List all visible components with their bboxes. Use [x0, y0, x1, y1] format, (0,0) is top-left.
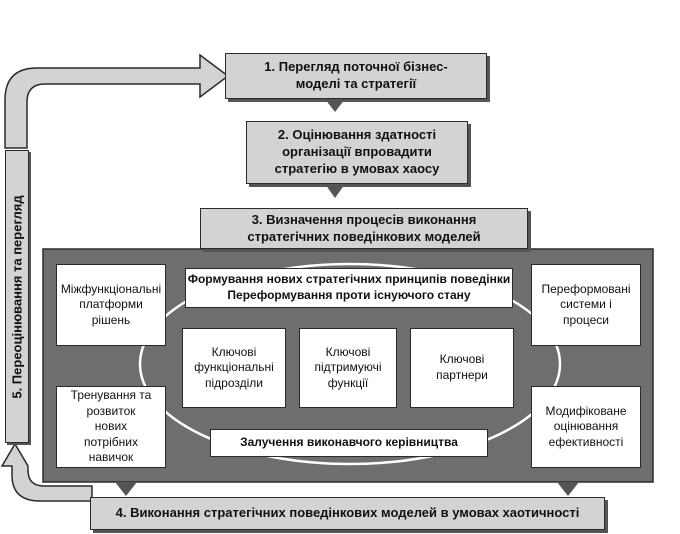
leadership-box: Залучення виконавчого керівництва [210, 429, 488, 457]
arrow-to-step-5 [0, 442, 93, 502]
key-functions-box: Ключові підтримуючі функції [299, 328, 397, 408]
step-2-label: 2. Оцінювання здатності організації впро… [274, 127, 440, 176]
corner-bottom-right-box: Модифіковане оцінювання ефективності [531, 386, 641, 468]
corner-top-right-box: Переформовані системи і процеси [531, 264, 641, 346]
arrow-panel-to-step-4-right [557, 482, 579, 496]
corner-top-right-label: Переформовані системи і процеси [541, 281, 631, 327]
step-5-label: 5. Переоцінювання та перегляд [9, 194, 25, 399]
step-2-box: 2. Оцінювання здатності організації впро… [246, 121, 468, 184]
step-4-label: 4. Виконання стратегічних поведінкових м… [115, 505, 580, 521]
principles-line-2: Переформування проти існуючого стану [227, 288, 471, 302]
arrow-step-1-to-2 [325, 99, 345, 112]
corner-top-left-label: Міжфункціональні платформи рішень [60, 281, 162, 327]
corner-bottom-left-box: Тренування та розвиток нових потрібних н… [56, 386, 166, 468]
leadership-label: Залучення виконавчого керівництва [240, 435, 458, 450]
key-units-label: Ключові функціональні підрозділи [194, 344, 274, 390]
principles-line-1: Формування нових стратегічних принципів … [187, 272, 511, 287]
arrow-step-2-to-3 [325, 184, 345, 198]
corner-bottom-right-label: Модифіковане оцінювання ефективності [545, 403, 627, 449]
step-3-box: 3. Визначення процесів виконання стратег… [200, 208, 528, 249]
step-3-label: 3. Визначення процесів виконання стратег… [247, 211, 481, 244]
arrow-panel-to-step-4-left [115, 482, 137, 496]
step-1-label: 1. Перегляд поточної бізнес-моделі та ст… [264, 59, 448, 91]
step-1-box: 1. Перегляд поточної бізнес-моделі та ст… [225, 53, 487, 99]
key-functions-label: Ключові підтримуючі функції [314, 344, 382, 390]
principles-box: Формування нових стратегічних принципів … [185, 268, 513, 308]
key-partners-box: Ключові партнери [410, 328, 514, 408]
corner-top-left-box: Міжфункціональні платформи рішень [56, 264, 166, 346]
key-partners-label: Ключові партнери [436, 352, 488, 382]
process-oval [138, 262, 562, 466]
arrow-to-step-1 [4, 53, 230, 149]
corner-bottom-left-label: Тренування та розвиток нових потрібних н… [70, 388, 152, 465]
key-units-box: Ключові функціональні підрозділи [182, 328, 286, 408]
step-5-box: 5. Переоцінювання та перегляд [5, 150, 29, 443]
step-4-box: 4. Виконання стратегічних поведінкових м… [90, 497, 605, 530]
